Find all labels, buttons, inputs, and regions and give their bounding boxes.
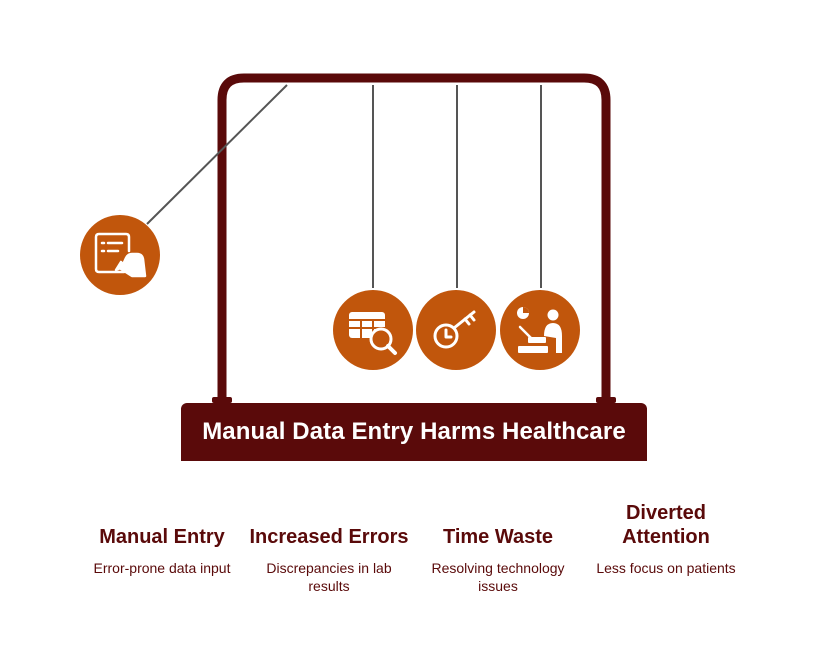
item-diverted-attention: Diverted Attention Less focus on patient… [581, 497, 751, 577]
item-title: Diverted Attention [622, 502, 710, 548]
frame-foot-right [596, 397, 616, 403]
person-chart-icon [517, 307, 562, 353]
ball-time-waste [416, 290, 496, 370]
item-increased-errors: Increased Errors Discrepancies in lab re… [244, 497, 414, 595]
item-description: Less focus on patients [596, 560, 736, 576]
title-banner: Manual Data Entry Harms Healthcare [181, 403, 647, 461]
cradle-frame [217, 73, 611, 400]
ball-increased-errors [333, 290, 413, 370]
frame-foot-left [212, 397, 232, 403]
item-title: Time Waste [442, 526, 554, 548]
ball-manual-entry [80, 215, 160, 295]
string-1 [146, 84, 288, 225]
table-search-icon [349, 312, 397, 355]
document-hand-icon [94, 232, 147, 278]
item-description: Resolving technology issues [431, 560, 565, 594]
item-manual-entry: Manual Entry Error-prone data input [77, 497, 247, 577]
item-time-waste: Time Waste Resolving technology issues [413, 497, 583, 595]
item-description: Error-prone data input [93, 560, 231, 576]
diagram-title: Manual Data Entry Harms Healthcare [202, 418, 626, 445]
item-title: Increased Errors [249, 526, 409, 548]
item-description: Discrepancies in lab results [266, 560, 392, 594]
item-title: Manual Entry [99, 526, 225, 548]
clock-key-icon [433, 310, 476, 349]
ball-diverted-attention [500, 290, 580, 370]
